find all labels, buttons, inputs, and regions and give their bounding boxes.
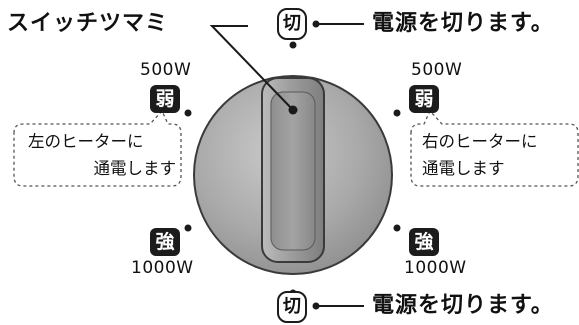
bottom-off-text: 電源を切ります。 xyxy=(372,293,554,318)
left-strong-watt: 1000W xyxy=(131,258,194,278)
left-weak-dot xyxy=(184,109,192,117)
right-note: 右のヒーターに 通電します xyxy=(422,128,538,182)
left-note-line1: 左のヒーターに xyxy=(28,132,144,151)
top-off-badge: 切 xyxy=(277,8,307,40)
right-strong-badge: 強 xyxy=(409,228,439,256)
right-strong-dot xyxy=(393,224,401,232)
right-weak-dot xyxy=(393,109,401,117)
right-note-line2: 通電します xyxy=(422,159,505,178)
right-weak-badge: 弱 xyxy=(409,85,439,113)
left-strong-badge: 強 xyxy=(150,228,180,256)
right-note-line1: 右のヒーターに xyxy=(422,132,538,151)
dial-grip-face xyxy=(270,91,316,251)
bottom-off-badge: 切 xyxy=(277,291,307,323)
left-note-bubble xyxy=(13,109,182,187)
right-strong-watt: 1000W xyxy=(404,258,467,278)
right-weak-watt: 500W xyxy=(411,60,463,80)
left-note-line2: 通電します xyxy=(93,159,177,178)
left-strong-dot xyxy=(184,224,192,232)
left-weak-badge: 弱 xyxy=(150,85,180,113)
top-off-dot xyxy=(289,41,297,49)
left-weak-watt: 500W xyxy=(140,60,192,80)
right-note-bubble xyxy=(410,109,579,187)
knob-label-leader xyxy=(209,25,294,111)
left-note: 左のヒーターに 通電します xyxy=(28,128,176,182)
knob-label: スイッチツマミ xyxy=(7,11,169,36)
top-off-text: 電源を切ります。 xyxy=(372,11,554,36)
